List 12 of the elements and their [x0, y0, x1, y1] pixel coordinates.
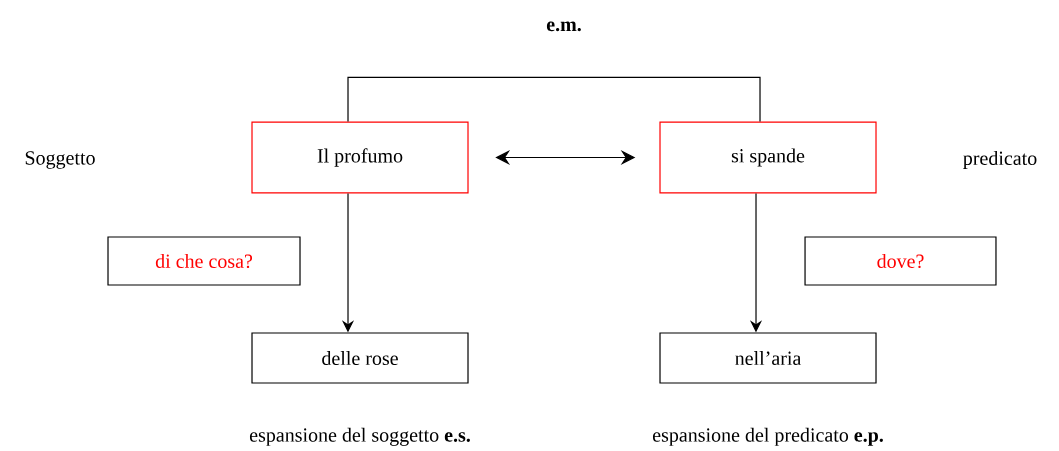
- side-label: Soggetto: [25, 151, 95, 169]
- node-label: espansione del soggetto e.s.: [249, 427, 470, 446]
- edge-label: e.m.: [546, 21, 581, 32]
- question-box: dove?: [804, 236, 997, 286]
- predicate-box: si spande: [659, 121, 877, 194]
- expansion-box: delle rose: [251, 332, 469, 384]
- side-label: predicato: [963, 150, 1037, 170]
- subject-box: Il profumo: [251, 121, 469, 194]
- question-box: di che cosa?: [107, 236, 301, 286]
- node-label: espansione del predicato e.p.: [653, 427, 883, 446]
- expansion-box: nell’aria: [659, 332, 877, 384]
- bracket-line: [347, 76, 761, 123]
